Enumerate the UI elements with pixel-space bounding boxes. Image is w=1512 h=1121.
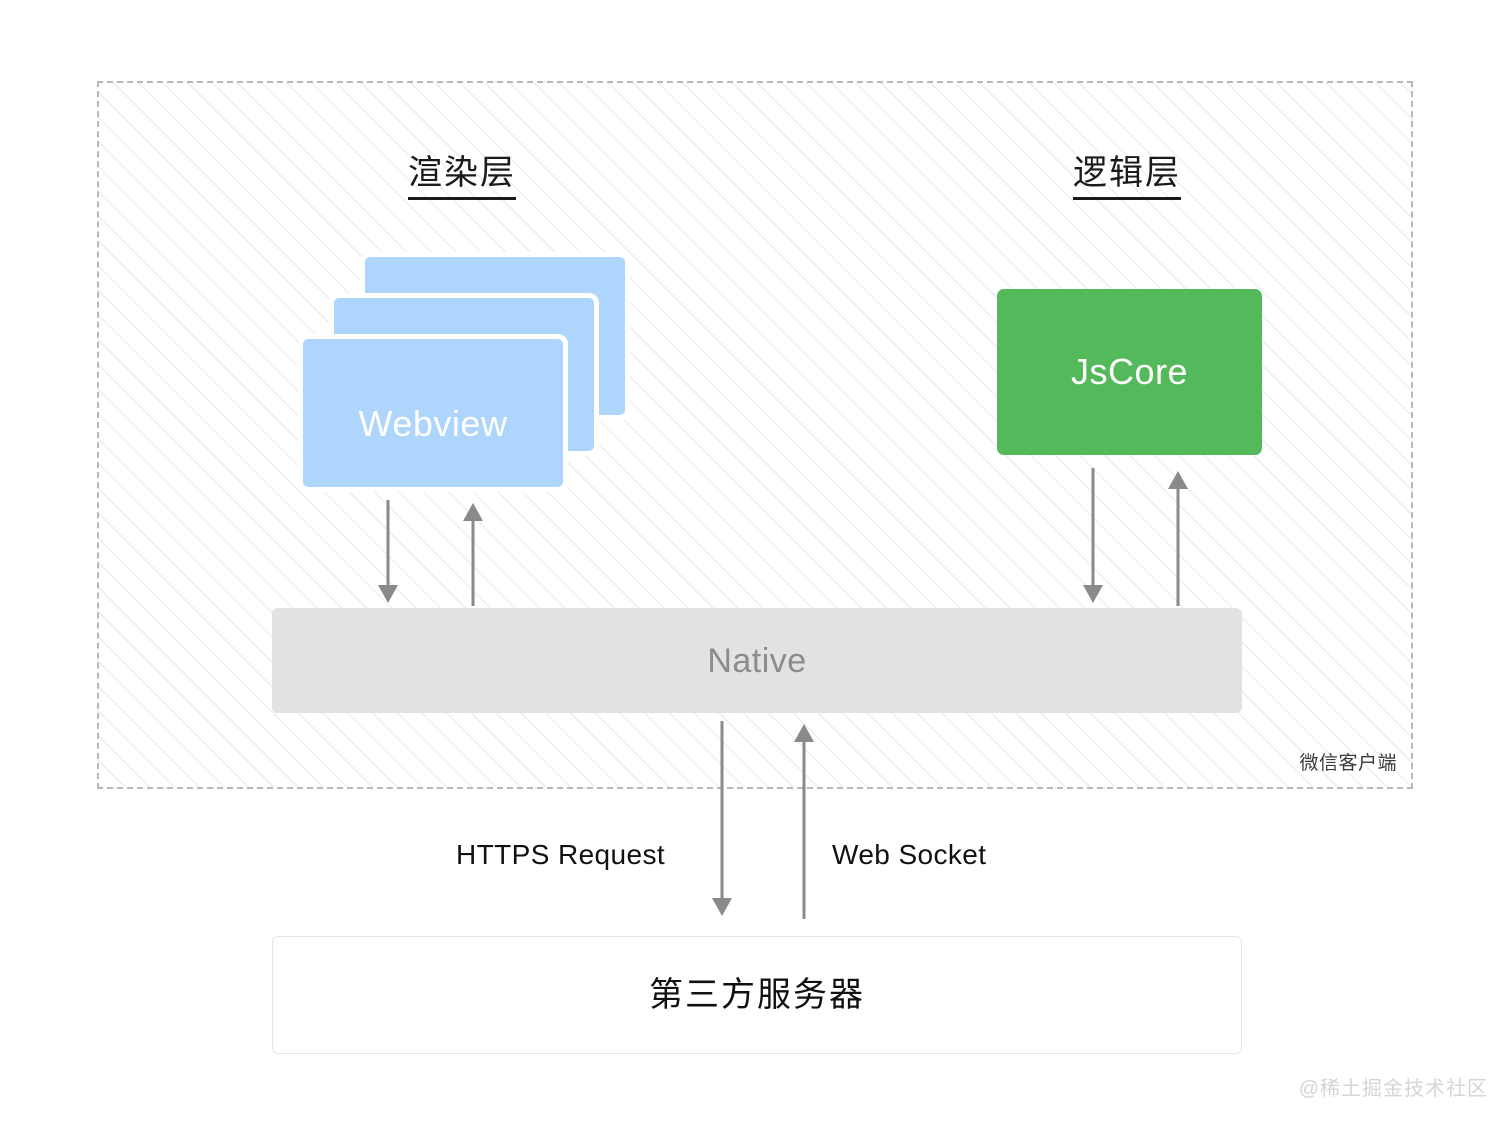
- arrow-native-to-webview: [463, 503, 483, 606]
- third-party-server-label: 第三方服务器: [649, 976, 865, 1014]
- native-bar: Native: [272, 608, 1242, 713]
- arrow-native-to-jscore: [1168, 471, 1188, 606]
- arrow-webview-to-native: [378, 500, 398, 603]
- web-socket-label: Web Socket: [832, 839, 987, 870]
- watermark: @稀土掘金技术社区: [1298, 1078, 1488, 1100]
- https-request-label: HTTPS Request: [456, 839, 666, 870]
- arrow-server-to-native: [794, 724, 814, 919]
- render-layer-title: 渲染层: [408, 152, 516, 200]
- jscore-box: JsCore: [997, 289, 1262, 455]
- wechat-client-label: 微信客户端: [1299, 753, 1397, 774]
- webview-card-front: Webview: [298, 334, 568, 492]
- third-party-server-box: 第三方服务器: [272, 936, 1242, 1054]
- logic-layer-title: 逻辑层: [1073, 152, 1181, 200]
- native-label: Native: [707, 641, 807, 680]
- arrow-native-to-server: [712, 721, 732, 916]
- arrow-jscore-to-native: [1083, 468, 1103, 603]
- webview-label: Webview: [358, 403, 508, 444]
- jscore-label: JsCore: [1070, 351, 1189, 392]
